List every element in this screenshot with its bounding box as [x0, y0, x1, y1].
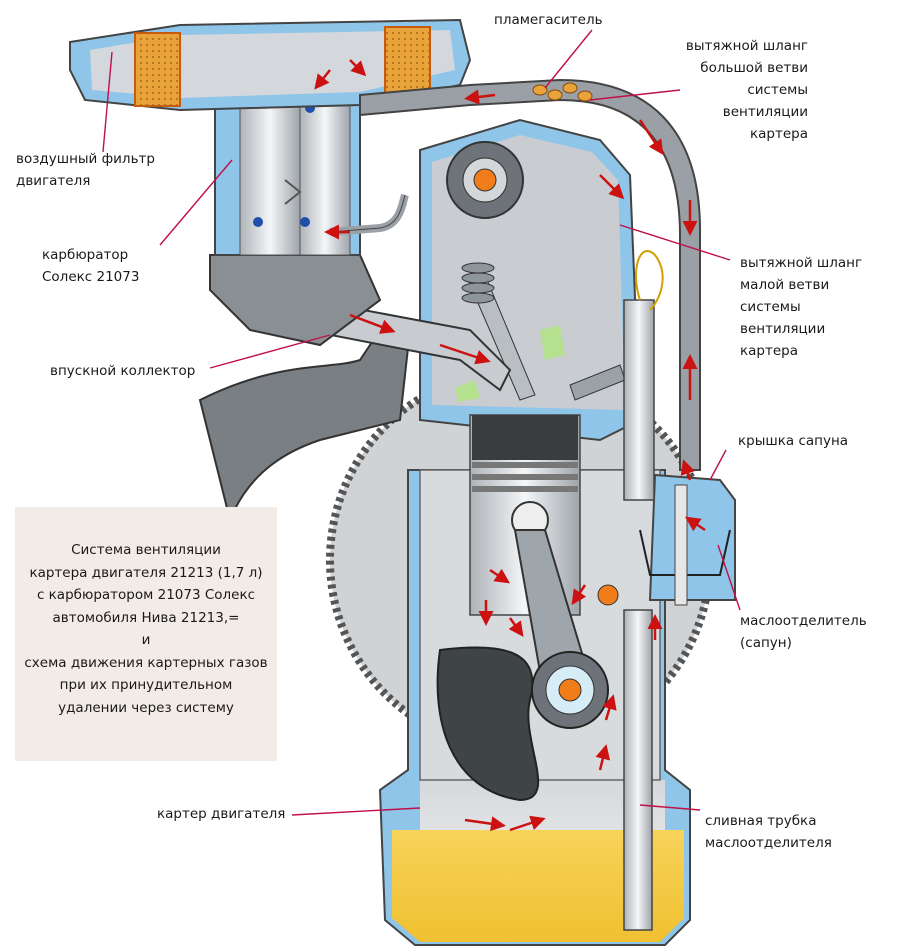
caption-line: схема движения картерных газов [24, 654, 268, 671]
filter-element-left [134, 32, 181, 107]
caption-line: с карбюратором 21073 Солекс [36, 587, 256, 603]
label-big-branch-hose: вытяжной шланг большой ветви системы вен… [685, 38, 808, 142]
label-air-filter: воздушный фильтр двигателя [16, 151, 155, 189]
label-breather-cap: крышка сапуна [738, 433, 849, 449]
air-filter [69, 18, 472, 112]
oil-sump [392, 830, 684, 942]
leader-lines [102, 29, 741, 816]
label-small-branch-hose: вытяжной шланг малой ветви системы венти… [740, 255, 863, 359]
caption-line: при их принудительном [59, 677, 233, 693]
intake-manifold [198, 254, 512, 524]
label-carburetor: карбюратор Солекс 21073 [42, 247, 140, 285]
small-branch-hose [329, 193, 409, 236]
drain-tube [623, 609, 653, 931]
crank-counterweight [436, 646, 540, 802]
caption-line: и [141, 632, 151, 648]
label-flame-arrester: пламегаситель [494, 12, 603, 28]
label-drain-tube: сливная трубка маслоотделителя [705, 813, 832, 851]
caption-box: Система вентиляции картера двигателя 212… [15, 507, 277, 761]
label-oil-separator: маслоотделитель (сапун) [740, 613, 867, 651]
breather-tube [623, 299, 655, 501]
camshaft-center [473, 168, 497, 192]
caption-line: автомобиля Нива 21213,= [52, 609, 240, 626]
gas-flow-arrows [314, 59, 706, 832]
caption-line: Система вентиляции [71, 542, 221, 558]
piston-assembly [436, 414, 619, 802]
oil-separator [623, 250, 736, 931]
filter-element-right [384, 26, 431, 100]
caption-line: удалении через систему [58, 699, 234, 716]
cylinder-head [419, 118, 642, 442]
caption-line: картера двигателя 21213 (1,7 л) [29, 564, 263, 581]
label-crankcase: картер двигателя [157, 806, 286, 822]
label-intake-manifold: впускной коллектор [50, 363, 196, 379]
